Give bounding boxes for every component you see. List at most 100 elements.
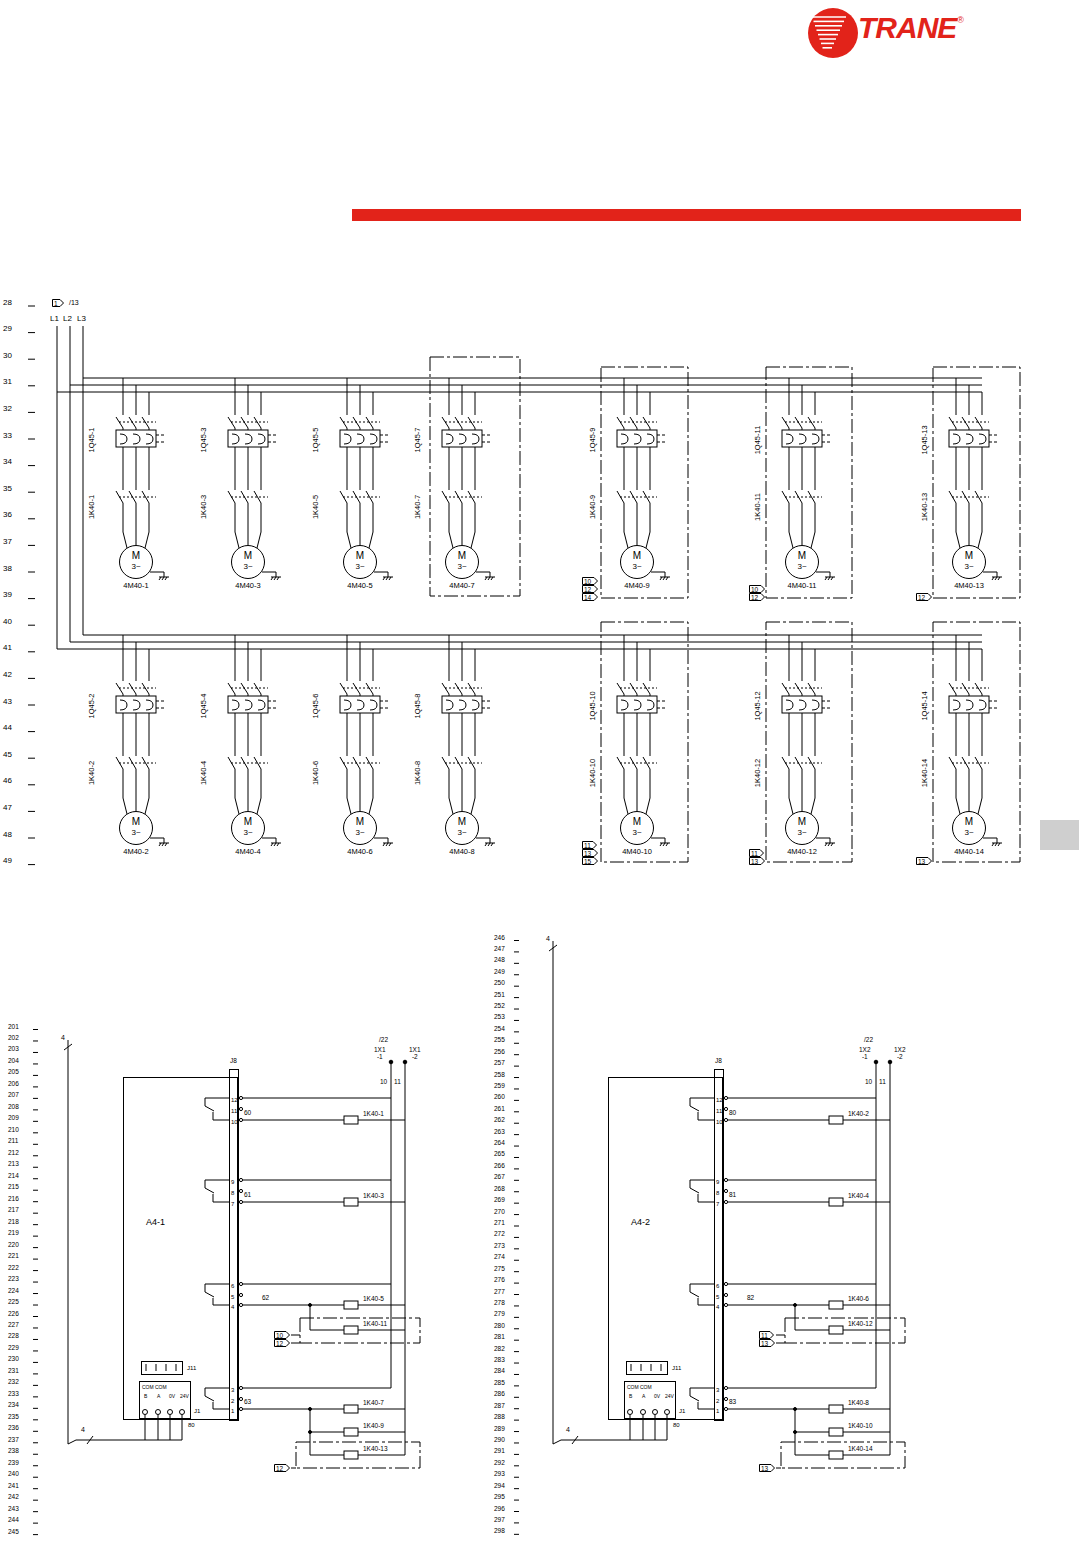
line-tick bbox=[514, 1066, 519, 1067]
line-tick bbox=[28, 492, 35, 493]
line-tick bbox=[514, 1134, 519, 1135]
line-number: 241 bbox=[8, 1483, 19, 1490]
line-tick bbox=[514, 1191, 519, 1192]
tag-outline bbox=[750, 850, 764, 857]
wire bbox=[982, 769, 983, 798]
tag-outline bbox=[760, 1332, 774, 1339]
line-number: 250 bbox=[494, 980, 505, 987]
ground-lead bbox=[262, 572, 276, 573]
wire bbox=[462, 642, 463, 681]
brand-logo-stripe bbox=[821, 43, 834, 45]
connector-tag: 1 bbox=[52, 299, 64, 307]
line-tick bbox=[514, 1168, 519, 1169]
line-number: 246 bbox=[494, 935, 505, 942]
tag-number: 12 bbox=[276, 1340, 283, 1347]
line-tick bbox=[33, 1454, 38, 1455]
connector-block: COMCOMBA0V24VJ1 bbox=[139, 1381, 191, 1419]
contactor-coil bbox=[829, 1326, 843, 1334]
junction-dot bbox=[794, 1431, 797, 1434]
line-tick bbox=[514, 1317, 519, 1318]
line-number: 277 bbox=[494, 1289, 505, 1296]
line-number: 289 bbox=[494, 1426, 505, 1433]
connector-tag: 13 bbox=[749, 857, 765, 865]
motor-symbol: M3~4M40-12 bbox=[785, 811, 819, 845]
ground-symbol bbox=[825, 577, 827, 580]
wire bbox=[728, 1098, 876, 1099]
tag-outline bbox=[917, 858, 932, 865]
wire bbox=[462, 385, 463, 415]
wire bbox=[449, 769, 450, 798]
option-frame bbox=[430, 357, 520, 596]
wire bbox=[462, 713, 463, 756]
line-number: 230 bbox=[8, 1356, 19, 1363]
tag-outline bbox=[53, 300, 64, 307]
motor-lead bbox=[235, 532, 239, 548]
pin-number: 3 bbox=[716, 1387, 719, 1393]
contactor-coil bbox=[344, 1301, 358, 1309]
wire-number: 62 bbox=[262, 1295, 269, 1302]
wire bbox=[776, 1468, 781, 1469]
wire bbox=[956, 713, 957, 756]
breaker-body bbox=[949, 696, 989, 713]
pin-terminal bbox=[239, 1178, 242, 1181]
line-tick bbox=[33, 1293, 38, 1294]
line-number: 244 bbox=[8, 1517, 19, 1524]
tag-number: 13 bbox=[918, 858, 925, 865]
line-number: 222 bbox=[8, 1265, 19, 1272]
motor-lead bbox=[257, 532, 261, 548]
line-tick bbox=[33, 1029, 38, 1030]
motor-symbol: M3~4M40-9 bbox=[620, 545, 654, 579]
mechanical-link bbox=[785, 688, 822, 689]
line-tick bbox=[33, 1190, 38, 1191]
terminal-dot bbox=[874, 1060, 878, 1064]
motor-phase: 3~ bbox=[344, 563, 376, 571]
line-number: 243 bbox=[8, 1506, 19, 1513]
wire bbox=[149, 447, 150, 490]
line-tick bbox=[28, 625, 35, 626]
pin-strip: J8121110987654321 bbox=[714, 1069, 724, 1421]
bus-count: 4 bbox=[546, 935, 550, 942]
ground-symbol bbox=[165, 843, 167, 846]
wire bbox=[310, 1330, 344, 1331]
junction-dot bbox=[309, 1408, 312, 1411]
bus-cable bbox=[553, 941, 554, 1444]
line-tick bbox=[33, 1534, 38, 1535]
line-number: 233 bbox=[8, 1391, 19, 1398]
line-tick bbox=[28, 412, 35, 413]
thermal-element bbox=[258, 700, 265, 710]
mechanical-link bbox=[445, 688, 482, 689]
line-tick bbox=[33, 1316, 38, 1317]
line-tick bbox=[514, 963, 519, 964]
line-tick bbox=[33, 1477, 38, 1478]
wire bbox=[235, 447, 236, 490]
ground-lead bbox=[997, 572, 998, 577]
tag-outline bbox=[275, 1465, 290, 1472]
ground-symbol bbox=[277, 843, 279, 846]
motor-lead bbox=[369, 532, 373, 548]
line-tick bbox=[33, 1075, 38, 1076]
wire bbox=[462, 447, 463, 490]
header-pin bbox=[651, 1364, 652, 1371]
line-number: 255 bbox=[494, 1037, 505, 1044]
pin-number: 9 bbox=[231, 1179, 234, 1185]
terminal-tag: 1X2 -1 bbox=[859, 1046, 871, 1060]
ground-symbol bbox=[389, 577, 391, 580]
phase-label: L3 bbox=[77, 315, 86, 323]
line-tick bbox=[514, 1054, 519, 1055]
breaker-tag: 1Q45-5 bbox=[312, 427, 320, 452]
contactor-tag: 1K40-8 bbox=[414, 761, 422, 785]
line-number: 239 bbox=[8, 1460, 19, 1467]
line-tick bbox=[514, 1328, 519, 1329]
tag-number: 10 bbox=[751, 586, 758, 593]
connector-name: J8 bbox=[715, 1058, 722, 1065]
line-tick bbox=[514, 1431, 519, 1432]
wire bbox=[261, 769, 262, 798]
wire bbox=[358, 1330, 405, 1331]
line-number: 261 bbox=[494, 1106, 505, 1113]
line-tick bbox=[514, 1123, 519, 1124]
pin-number: 5 bbox=[231, 1294, 234, 1300]
wire bbox=[449, 378, 450, 415]
tag-outline bbox=[760, 1340, 775, 1347]
wire-number: 82 bbox=[747, 1295, 754, 1302]
tag-number: 11 bbox=[751, 850, 758, 857]
